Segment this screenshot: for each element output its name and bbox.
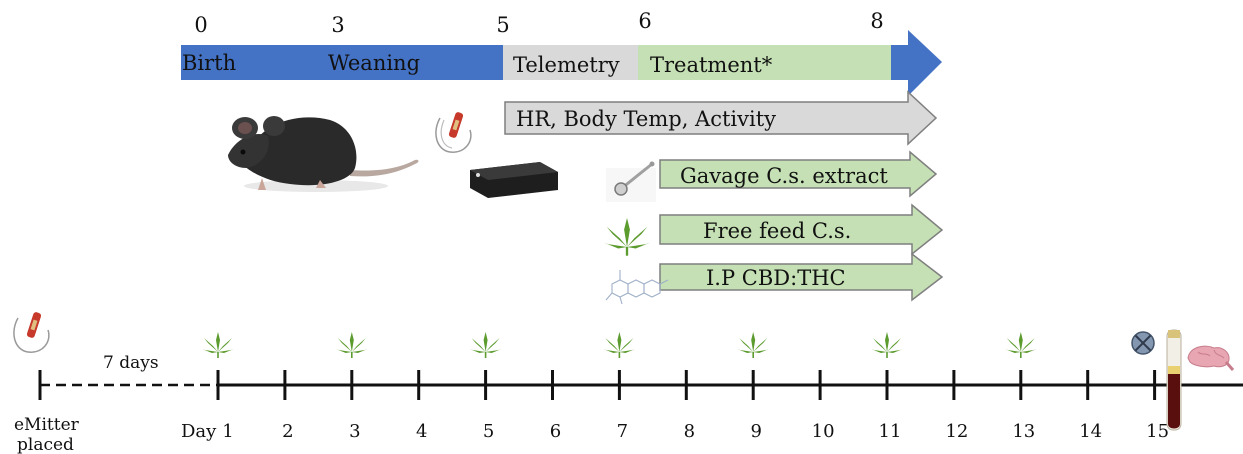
recovery-label: 7 days xyxy=(103,353,159,373)
monitoring-arrow: HR, Body Temp, Activity xyxy=(504,90,938,146)
emitter-icon-small xyxy=(13,312,50,353)
treatment-phase-bar xyxy=(638,45,891,80)
mouse-image xyxy=(228,116,419,192)
receiver-icon xyxy=(470,162,558,198)
day-label-14: 14 xyxy=(1079,421,1102,442)
week-label-5: 5 xyxy=(496,13,509,37)
treatment-day-leaves xyxy=(202,332,1037,358)
week-label-6: 6 xyxy=(638,9,651,33)
day-label-1: 1 xyxy=(222,421,233,442)
monitoring-label: HR, Body Temp, Activity xyxy=(516,107,776,131)
phase-label-telemetry: Telemetry xyxy=(513,53,620,77)
week-label-0: 0 xyxy=(194,13,207,37)
treatment-leaf-day-7 xyxy=(603,332,636,358)
cannabis-leaf-icon xyxy=(603,218,651,256)
treatment-leaf-day-11 xyxy=(871,332,903,358)
treatment-leaf-day-5 xyxy=(469,332,502,358)
treatment-leaf-day-9 xyxy=(737,332,770,358)
emitter-icon xyxy=(435,112,472,153)
day-label-6: 6 xyxy=(550,421,561,442)
day-label-2: 2 xyxy=(282,421,293,442)
treatment-leaf-day-1 xyxy=(202,332,234,358)
phase-label-treatment: Treatment* xyxy=(650,53,773,77)
treatment-leaf-day-13 xyxy=(1004,332,1037,358)
week-label-3: 3 xyxy=(331,13,344,37)
telemetry-phase-bar xyxy=(503,45,638,80)
day-ticks xyxy=(216,370,1157,400)
top-timeline: 0 3 5 6 8 Birth Weaning Telemetry Treatm… xyxy=(181,9,942,96)
euthanasia-icon xyxy=(1131,331,1155,355)
day-label-12: 12 xyxy=(945,421,968,442)
ip-injection-arrow: I.P CBD:THC xyxy=(659,252,944,302)
surgery-label-line2: placed xyxy=(17,435,74,454)
day-label-13: 13 xyxy=(1012,421,1035,442)
treatment-leaf-day-3 xyxy=(335,332,368,358)
gavage-arrow: Gavage C.s. extract xyxy=(659,150,938,198)
gavage-needle-icon xyxy=(606,161,656,202)
day-label-4: 4 xyxy=(416,421,427,442)
molecule-icon xyxy=(605,270,669,305)
blood-tube-icon xyxy=(1166,329,1182,431)
free-feed-label: Free feed C.s. xyxy=(703,219,851,243)
ip-injection-label: I.P CBD:THC xyxy=(706,266,846,290)
day-prefix-label: Day xyxy=(181,421,217,442)
day-label-15: 15 xyxy=(1146,421,1169,442)
day-label-7: 7 xyxy=(617,421,628,442)
phase-label-birth: Birth xyxy=(182,51,236,75)
surgery-label-line1: eMitter xyxy=(14,415,80,435)
day-label-11: 11 xyxy=(879,421,902,442)
day-label-8: 8 xyxy=(684,421,695,442)
phase-label-weaning: Weaning xyxy=(328,51,420,75)
brain-icon xyxy=(1187,345,1235,371)
week-label-8: 8 xyxy=(870,9,883,33)
gavage-label: Gavage C.s. extract xyxy=(680,164,888,188)
day-label-9: 9 xyxy=(750,421,761,442)
free-feed-arrow: Free feed C.s. xyxy=(659,203,944,256)
day-label-10: 10 xyxy=(812,421,835,442)
day-label-3: 3 xyxy=(349,421,360,442)
timeline-arrow-neck xyxy=(891,45,908,80)
day-label-5: 5 xyxy=(483,421,494,442)
birth-weaning-phase-bar xyxy=(181,45,503,80)
